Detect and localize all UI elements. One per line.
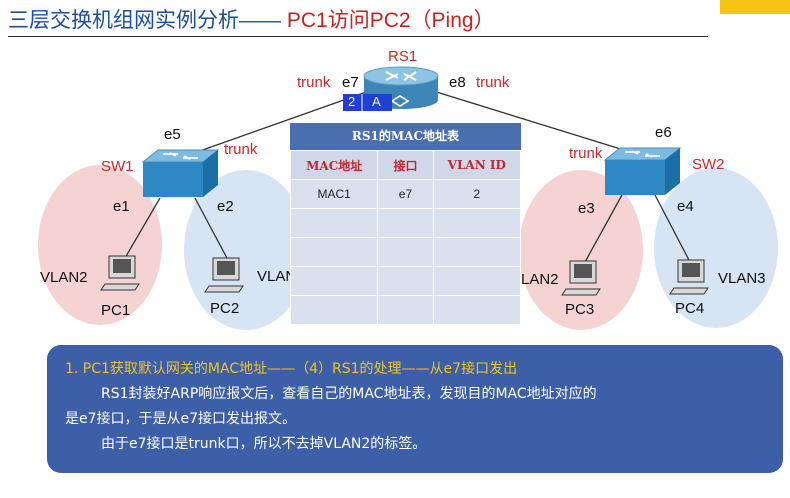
- router-rs1-icon: [363, 66, 439, 109]
- vlan-tag-number: 2: [348, 94, 356, 109]
- pc1-label: PC1: [101, 302, 131, 319]
- trunk-label-e5: trunk: [224, 141, 258, 158]
- link-sw1-pc2: [194, 197, 229, 261]
- table-row: [289, 237, 522, 267]
- pc2-icon: [204, 257, 244, 293]
- port-e7: e7: [342, 74, 359, 91]
- table-row: [289, 266, 522, 296]
- pc3-label: PC3: [565, 301, 595, 318]
- link-sw2-pc4: [654, 194, 691, 263]
- router-name: RS1: [388, 48, 418, 65]
- step-heading: 1. PC1获取默认网关的MAC地址——（4）RS1的处理——从e7接口发出: [65, 361, 518, 377]
- pc4-icon: [669, 259, 709, 295]
- table-cell: [432, 295, 522, 325]
- table-cell: [377, 266, 434, 296]
- mac-table-header-interface: 接口: [377, 150, 434, 180]
- explanation-panel: 1. PC1获取默认网关的MAC地址——（4）RS1的处理——从e7接口发出 R…: [47, 345, 783, 473]
- vlan-tag-box: [343, 94, 392, 111]
- title-sub: PC1访问PC2（Ping）: [286, 9, 495, 32]
- table-cell: [377, 295, 434, 325]
- vlan-label-pc3: LAN2: [521, 271, 559, 288]
- table-row: [289, 208, 522, 238]
- link-rs1-sw1: [179, 89, 373, 159]
- network-diagram: [38, 66, 778, 330]
- mac-address-table: RS1的MAC地址表 MAC地址 接口 VLAN ID MAC1 e7 2: [289, 123, 522, 325]
- switch-sw2-icon: [603, 147, 682, 195]
- link-sw2-pc3: [584, 194, 623, 263]
- mac-table-header-mac: MAC地址: [289, 150, 379, 180]
- table-cell: [377, 237, 434, 267]
- port-e2: e2: [217, 198, 234, 215]
- sw1-name: SW1: [101, 158, 134, 175]
- slide-title: 三层交换机组网实例分析—— PC1访问PC2（Ping）: [8, 4, 495, 34]
- explanation-line: 是e7接口，于是从e7接口发出报文。: [65, 411, 297, 427]
- table-cell: [289, 237, 379, 267]
- port-e4: e4: [677, 198, 694, 215]
- title-underline: [8, 36, 708, 37]
- pc3-icon: [561, 260, 601, 296]
- title-main: 三层交换机组网实例分析——: [8, 9, 281, 32]
- mac-table-header-row: MAC地址 接口 VLAN ID: [289, 150, 522, 180]
- trunk-label-e6: trunk: [569, 145, 603, 162]
- table-cell: [289, 266, 379, 296]
- table-cell: e7: [377, 179, 434, 209]
- vlan3-zone-right: [654, 168, 778, 328]
- sw2-name: SW2: [692, 156, 725, 173]
- port-e3: e3: [578, 200, 595, 217]
- switch-sw1-icon: [141, 149, 220, 197]
- table-row: MAC1 e7 2: [289, 179, 522, 209]
- link-rs1-sw2: [429, 89, 641, 156]
- explanation-line: RS1封装好ARP响应报文后，查看自己的MAC地址表，发现目的MAC地址对应的: [101, 386, 597, 402]
- port-e8: e8: [449, 74, 466, 91]
- pc2-label: PC2: [210, 300, 240, 317]
- vlan-label-pc1: VLAN2: [40, 269, 88, 286]
- table-cell: 2: [432, 179, 522, 209]
- vlan-label-pc2: VLAN: [257, 268, 297, 285]
- port-e6: e6: [655, 124, 672, 141]
- port-e5: e5: [164, 126, 181, 143]
- trunk-label-e7: trunk: [297, 74, 331, 91]
- table-cell: [432, 266, 522, 296]
- trunk-label-e8: trunk: [476, 74, 510, 91]
- vlan-label-pc4: VLAN3: [718, 270, 766, 287]
- corner-accent: [720, 0, 790, 14]
- pc4-label: PC4: [675, 300, 705, 317]
- mac-table-title: RS1的MAC地址表: [290, 123, 521, 150]
- port-e1: e1: [113, 198, 130, 215]
- table-row: [289, 295, 522, 325]
- pc1-icon: [100, 255, 140, 291]
- table-cell: [289, 295, 379, 325]
- vlan2-zone-right: [519, 170, 643, 330]
- table-cell: [432, 208, 522, 238]
- mac-table-header-vlan: VLAN ID: [432, 150, 522, 180]
- explanation-line: 由于e7接口是trunk口，所以不去掉VLAN2的标签。: [101, 436, 427, 452]
- table-cell: [377, 208, 434, 238]
- vlan-tag-letter: A: [372, 94, 381, 109]
- table-cell: [432, 237, 522, 267]
- table-cell: [289, 208, 379, 238]
- table-cell: MAC1: [289, 179, 379, 209]
- link-sw1-pc1: [124, 197, 161, 259]
